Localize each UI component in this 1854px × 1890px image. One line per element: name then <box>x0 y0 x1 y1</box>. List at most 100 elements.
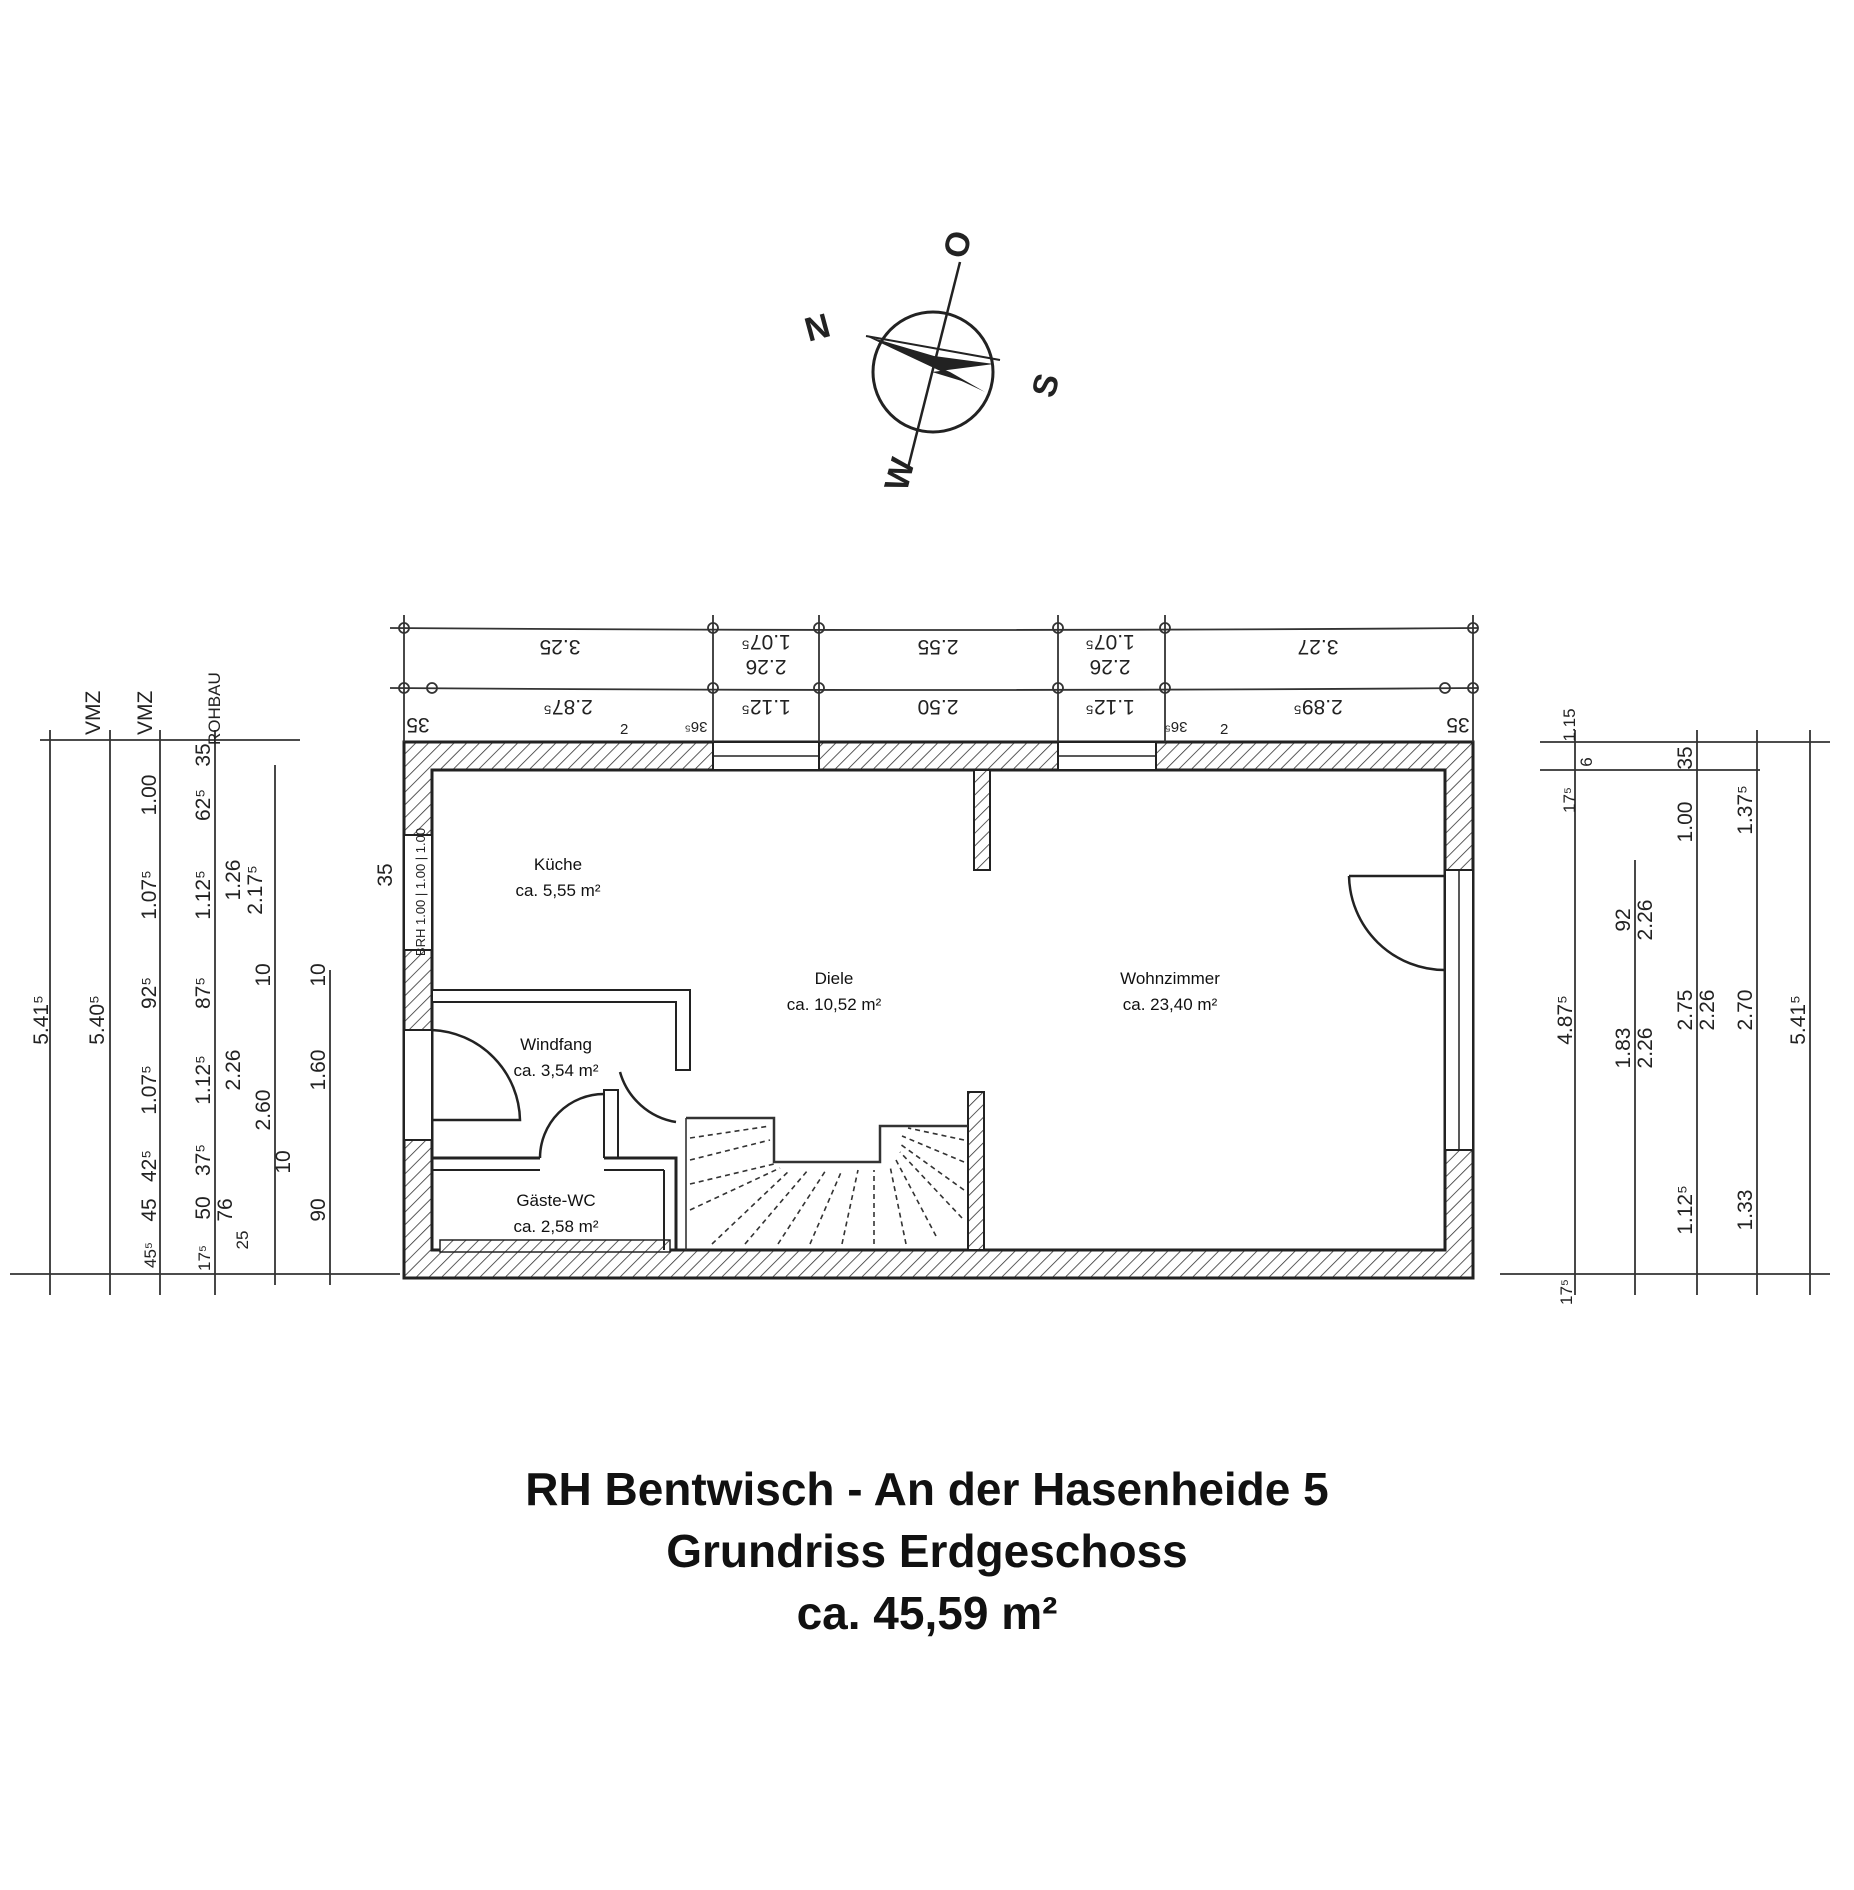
dim-left-25: 1.60 <box>307 1050 330 1091</box>
dim-left-23: 2.60 <box>252 1090 275 1131</box>
dim-right-16: 1.12⁵ <box>1674 1185 1697 1235</box>
dim-top-outer-1: 3.25 <box>540 635 581 658</box>
dim-left-label-vmz-1: VMZ <box>82 691 105 736</box>
window-bottom-wc <box>439 1239 671 1253</box>
dim-left-label-rohbau: ROHBAU <box>205 672 224 745</box>
dim-left-8: 45 <box>138 1198 161 1221</box>
dim-left-20: 2.26 <box>222 1050 245 1091</box>
dim-top-outer-5: 1.07⁵ <box>1085 630 1135 653</box>
dim-left-7: 42⁵ <box>138 1150 161 1182</box>
room-labels: Küche ca. 5,55 m² Diele ca. 10,52 m² Woh… <box>513 855 1220 1236</box>
dim-top-outer-3: 2.26 <box>746 655 787 678</box>
dim-top-inner-2: 2.87⁵ <box>543 695 593 718</box>
dim-right-3: 17⁵ <box>1560 787 1579 813</box>
dim-right-14: 2.70 <box>1734 990 1757 1031</box>
right-dimension-labels: 1.15 6 17⁵ 35 1.00 1.37⁵ 92 2.26 4.87⁵ 1… <box>1554 708 1810 1305</box>
dim-right-18: 17⁵ <box>1557 1279 1576 1305</box>
dim-left-5: 92⁵ <box>138 977 161 1009</box>
left-dimension-lines <box>10 730 400 1295</box>
dim-left-window: BRH 1.00 | 1.00 | 1.00 <box>413 828 428 956</box>
dim-top-inner-8: 2.89⁵ <box>1293 695 1343 718</box>
left-dimension-labels: VMZ VMZ ROHBAU 5.41⁵ 5.40⁵ 1.00 1.07⁵ 92… <box>30 672 428 1271</box>
dim-left-26: 10 <box>307 963 330 986</box>
dim-top-outer-2: 1.07⁵ <box>741 630 791 653</box>
dim-right-12: 2.75 <box>1674 990 1697 1031</box>
dim-left-27: 90 <box>307 1198 330 1221</box>
dim-left-1: 5.41⁵ <box>30 995 53 1045</box>
dim-top-outer-6: 2.26 <box>1090 655 1131 678</box>
door-swing-windfang <box>618 1071 677 1124</box>
room-kitchen-name: Küche <box>534 855 582 874</box>
dim-right-5: 1.00 <box>1674 802 1697 843</box>
windfang-top-wall <box>431 989 691 1071</box>
dim-left-22: 25 <box>233 1231 252 1250</box>
door-swing-entry <box>431 1028 522 1122</box>
dim-left-24: 10 <box>252 963 275 986</box>
dim-top-inner-5: 2.50 <box>918 695 959 718</box>
plan-subtitle: Grundriss Erdgeschoss <box>666 1525 1188 1577</box>
room-living-area: ca. 23,40 m² <box>1123 995 1218 1014</box>
dim-right-8: 2.26 <box>1634 900 1657 941</box>
walls <box>402 740 1475 1280</box>
living-wall-lower <box>967 1091 985 1251</box>
top-dimension-labels: 3.25 1.07⁵ 2.26 2.55 1.07⁵ 2.26 3.27 35 … <box>406 630 1469 738</box>
room-hall-area: ca. 10,52 m² <box>787 995 882 1014</box>
dim-right-4: 35 <box>1674 746 1697 769</box>
room-living-name: Wohnzimmer <box>1120 969 1220 988</box>
compass-ring <box>871 310 995 434</box>
dim-right-11: 2.26 <box>1634 1028 1657 1069</box>
plan-total-area: ca. 45,59 m² <box>796 1587 1058 1639</box>
room-guest-wc-name: Gäste-WC <box>516 1191 595 1210</box>
dim-right-15: 5.41⁵ <box>1787 995 1810 1045</box>
top-dimensions <box>389 615 1479 742</box>
dim-right-2: 6 <box>1577 757 1596 766</box>
room-vestibule-name: Windfang <box>520 1035 592 1054</box>
dim-left-28: 10 <box>272 1150 295 1173</box>
dim-left-18: 1.26 <box>222 860 245 901</box>
dim-left-2: 5.40⁵ <box>86 995 109 1045</box>
room-kitchen-area: ca. 5,55 m² <box>515 881 600 900</box>
dim-left-15: 37⁵ <box>192 1144 215 1176</box>
dim-left-4: 1.07⁵ <box>138 870 161 920</box>
dim-right-6: 1.37⁵ <box>1734 785 1757 835</box>
dim-top-small-1: 2 <box>620 721 628 738</box>
dim-left-17: 17⁵ <box>195 1245 214 1271</box>
dim-top-outer-4: 2.55 <box>918 635 959 658</box>
doors <box>431 874 1446 1159</box>
dim-left-9: 45⁵ <box>141 1242 160 1268</box>
dim-left-wall: 35 <box>374 863 397 886</box>
dim-right-9: 4.87⁵ <box>1554 995 1577 1045</box>
entry-opening <box>403 1029 433 1141</box>
dim-right-1: 1.15 <box>1560 708 1579 741</box>
dim-right-17: 1.33 <box>1734 1190 1757 1231</box>
dim-top-small-2: 2 <box>1220 721 1228 738</box>
dim-left-11: 62⁵ <box>192 789 215 821</box>
door-swing-wc <box>538 1092 605 1159</box>
right-dimension-lines <box>1500 730 1830 1295</box>
kitchen-wall-stub <box>973 769 991 871</box>
compass-s-label: S <box>1025 370 1068 402</box>
wc-top-wall <box>432 1156 678 1250</box>
dim-left-label-vmz-2: VMZ <box>134 691 157 736</box>
room-hall-name: Diele <box>815 969 854 988</box>
dim-top-inner-9: 35 <box>1446 713 1469 736</box>
dim-left-13: 87⁵ <box>192 977 215 1009</box>
plan-title: RH Bentwisch - An der Hasenheide 5 <box>525 1463 1329 1515</box>
dim-right-10: 1.83 <box>1612 1028 1635 1069</box>
dim-right-13: 2.26 <box>1696 990 1719 1031</box>
door-swing-terrace <box>1347 874 1446 972</box>
compass-needle <box>866 336 994 382</box>
dim-left-14: 1.12⁵ <box>192 1055 215 1105</box>
compass-w-label: W <box>878 453 923 495</box>
dim-top-inner-4: 1.12⁵ <box>741 695 791 718</box>
dim-top-inner-7: 36⁵ <box>1165 718 1188 735</box>
staircase <box>685 1116 968 1250</box>
dim-top-inner-6: 1.12⁵ <box>1085 695 1135 718</box>
dim-top-outer-7: 3.27 <box>1298 635 1339 658</box>
compass-o-label: O <box>936 227 980 262</box>
dim-left-3: 1.00 <box>138 775 161 816</box>
compass: N O S W <box>801 227 1068 495</box>
dim-left-10: 35 <box>192 743 215 766</box>
window-left-kitchen <box>403 834 433 951</box>
